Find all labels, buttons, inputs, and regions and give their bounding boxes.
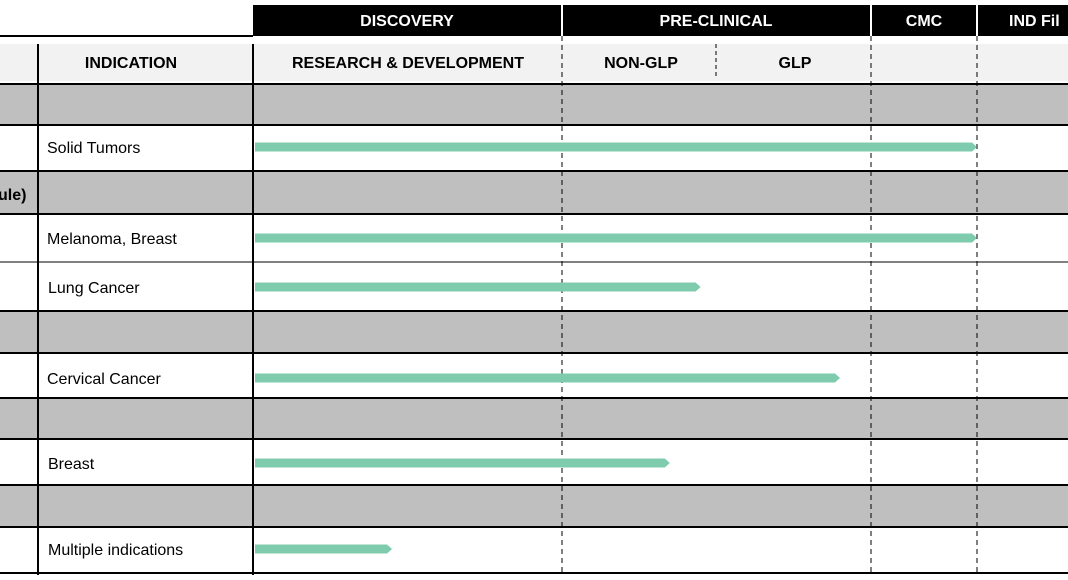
progress-bar — [255, 282, 701, 292]
band-label: ule) — [0, 187, 26, 204]
stage-label-nonglp: NON-GLP — [604, 55, 678, 72]
band-row — [0, 399, 1068, 438]
progress-bar — [255, 233, 977, 243]
progress-bar — [255, 458, 670, 468]
row-rules — [0, 83, 1068, 574]
phase-label-discovery: DISCOVERY — [360, 13, 454, 30]
indication-label: Cervical Cancer — [47, 371, 161, 388]
progress-bar — [255, 544, 393, 554]
indication-label: Breast — [48, 456, 95, 473]
stage-label-research: RESEARCH & DEVELOPMENT — [292, 55, 524, 72]
band-row — [0, 172, 1068, 213]
indication-label: Lung Cancer — [48, 280, 140, 297]
subheader-row — [0, 44, 1068, 81]
phase-label-cmc: CMC — [906, 13, 943, 30]
indication-label: Melanoma, Breast — [47, 231, 177, 248]
stage-label-glp: GLP — [779, 55, 812, 72]
indication-label: Multiple indications — [48, 542, 183, 559]
header-bar — [253, 5, 1068, 36]
indication-label: Solid Tumors — [47, 140, 140, 157]
phase-label-ind: IND Fil — [1009, 13, 1060, 30]
phase-label-preclinical: PRE-CLINICAL — [660, 13, 773, 30]
band-row — [0, 85, 1068, 124]
progress-bar — [255, 373, 840, 383]
progress-bar — [255, 142, 977, 152]
indication-header: INDICATION — [85, 55, 177, 72]
band-row — [0, 312, 1068, 352]
band-row — [0, 486, 1068, 526]
bars-group — [255, 142, 977, 554]
